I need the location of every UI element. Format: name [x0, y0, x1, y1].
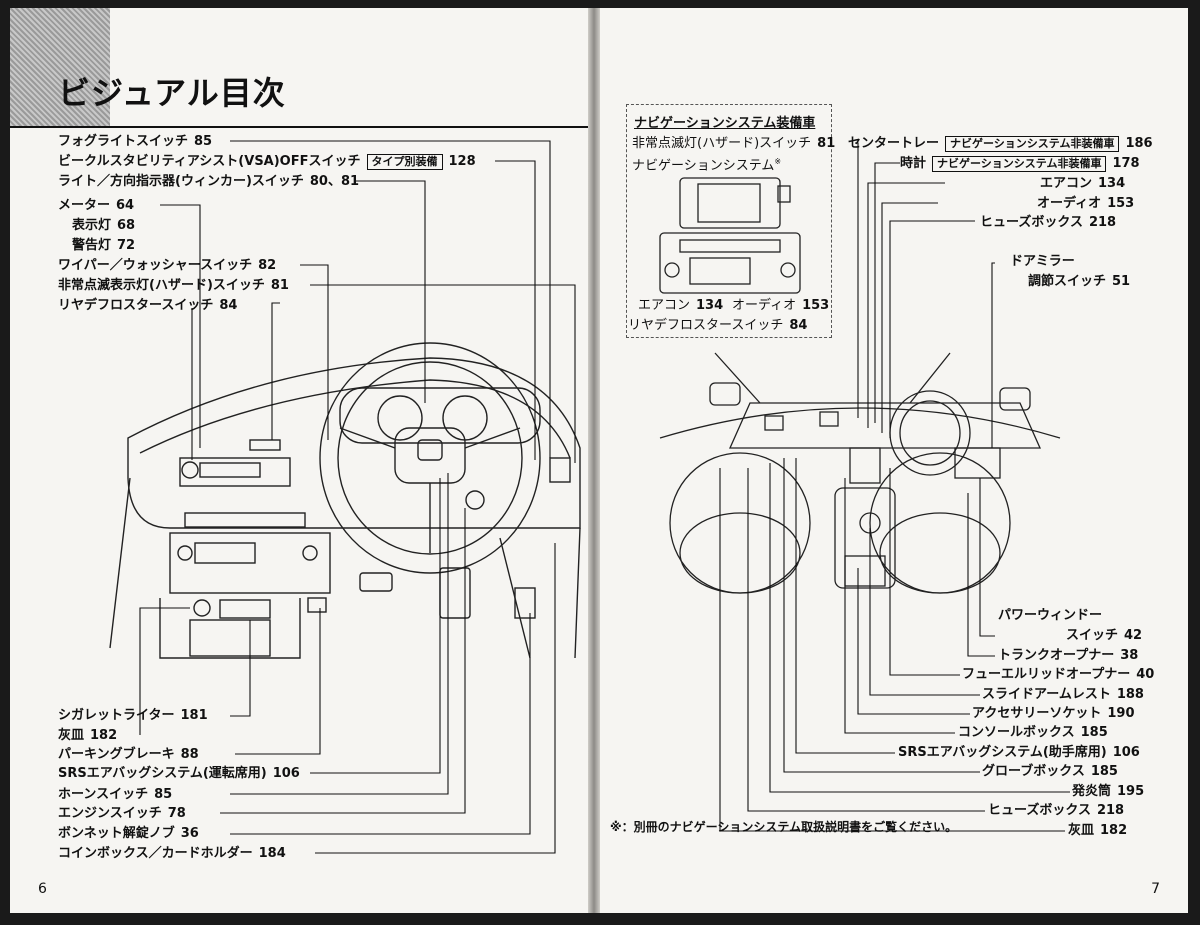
footnote: ※：別冊のナビゲーションシステム取扱説明書をご覧ください。 [610, 820, 958, 834]
label-power-window: パワーウィンドー [998, 608, 1103, 623]
nav-inset-title: ナビゲーションシステム装備車 [634, 116, 816, 131]
title-rule [10, 126, 588, 128]
book-gutter [588, 8, 600, 913]
label-srs-driver: SRSエアバッグシステム(運転席用)106 [58, 766, 300, 781]
left-page: ビジュアル目次 [10, 8, 589, 913]
page-number-left: 6 [38, 881, 47, 897]
nav-equipped-inset [626, 104, 832, 338]
dashboard-illustration [109, 140, 581, 854]
title-hatch-decoration [10, 8, 110, 128]
nav-label-navsys: ナビゲーションシステム※ [632, 157, 782, 174]
page-number-right: 7 [1151, 881, 1160, 897]
label-door-mirror: ドアミラー [1010, 254, 1075, 269]
interior-illustration [659, 142, 1070, 832]
type-equipment-badge: タイプ別装備 [366, 154, 443, 170]
label-srs-passenger: SRSエアバッグシステム(助手席用)106 [898, 745, 1140, 760]
page-title: ビジュアル目次 [58, 74, 286, 112]
